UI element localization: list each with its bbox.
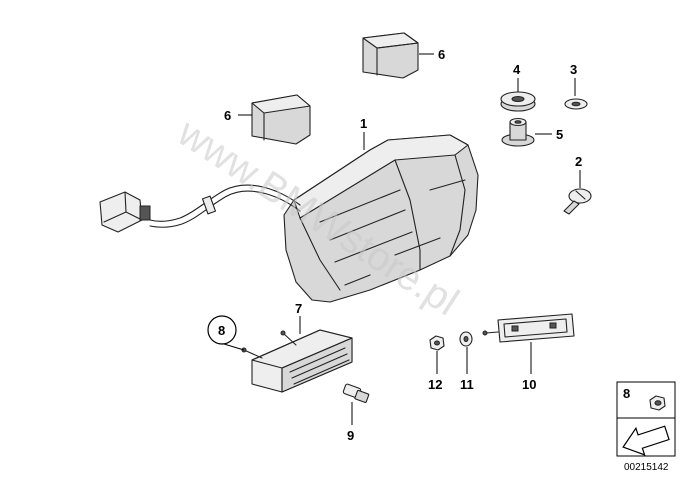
callout-6-lower: 6	[224, 108, 231, 123]
diagram-ref-number: 00215142	[624, 462, 669, 473]
legend-box: 8	[616, 381, 676, 457]
part-1-tail-light	[99, 134, 479, 303]
legend-number: 8	[623, 386, 630, 401]
callout-10: 10	[522, 377, 536, 392]
part-6-lower-pad	[251, 94, 311, 145]
callout-8: 8	[218, 323, 225, 338]
callout-7: 7	[295, 301, 302, 316]
callout-12: 12	[428, 377, 442, 392]
legend-nut-icon	[649, 395, 666, 411]
legend-arrow-icon	[622, 425, 670, 456]
part-6-upper-pad	[362, 32, 419, 79]
callout-3: 3	[570, 62, 577, 77]
part-12-nut	[429, 335, 445, 351]
callout-2: 2	[575, 154, 582, 169]
callout-1: 1	[360, 116, 367, 131]
part-9-bulb	[342, 383, 370, 404]
callout-8-circle	[207, 315, 237, 345]
part-7-reflector	[241, 329, 353, 393]
part-2-screw	[563, 188, 592, 215]
callout-11: 11	[460, 377, 474, 392]
part-3-washer	[564, 98, 588, 110]
part-4-grommet	[500, 91, 536, 112]
leader-8	[223, 343, 245, 351]
callout-5: 5	[556, 127, 563, 142]
part-5-bushing	[501, 117, 535, 147]
callout-6-upper: 6	[438, 47, 445, 62]
callout-9: 9	[347, 428, 354, 443]
callout-4: 4	[513, 62, 521, 77]
part-11-washer	[459, 331, 473, 347]
part-10-plate-light	[482, 313, 575, 343]
